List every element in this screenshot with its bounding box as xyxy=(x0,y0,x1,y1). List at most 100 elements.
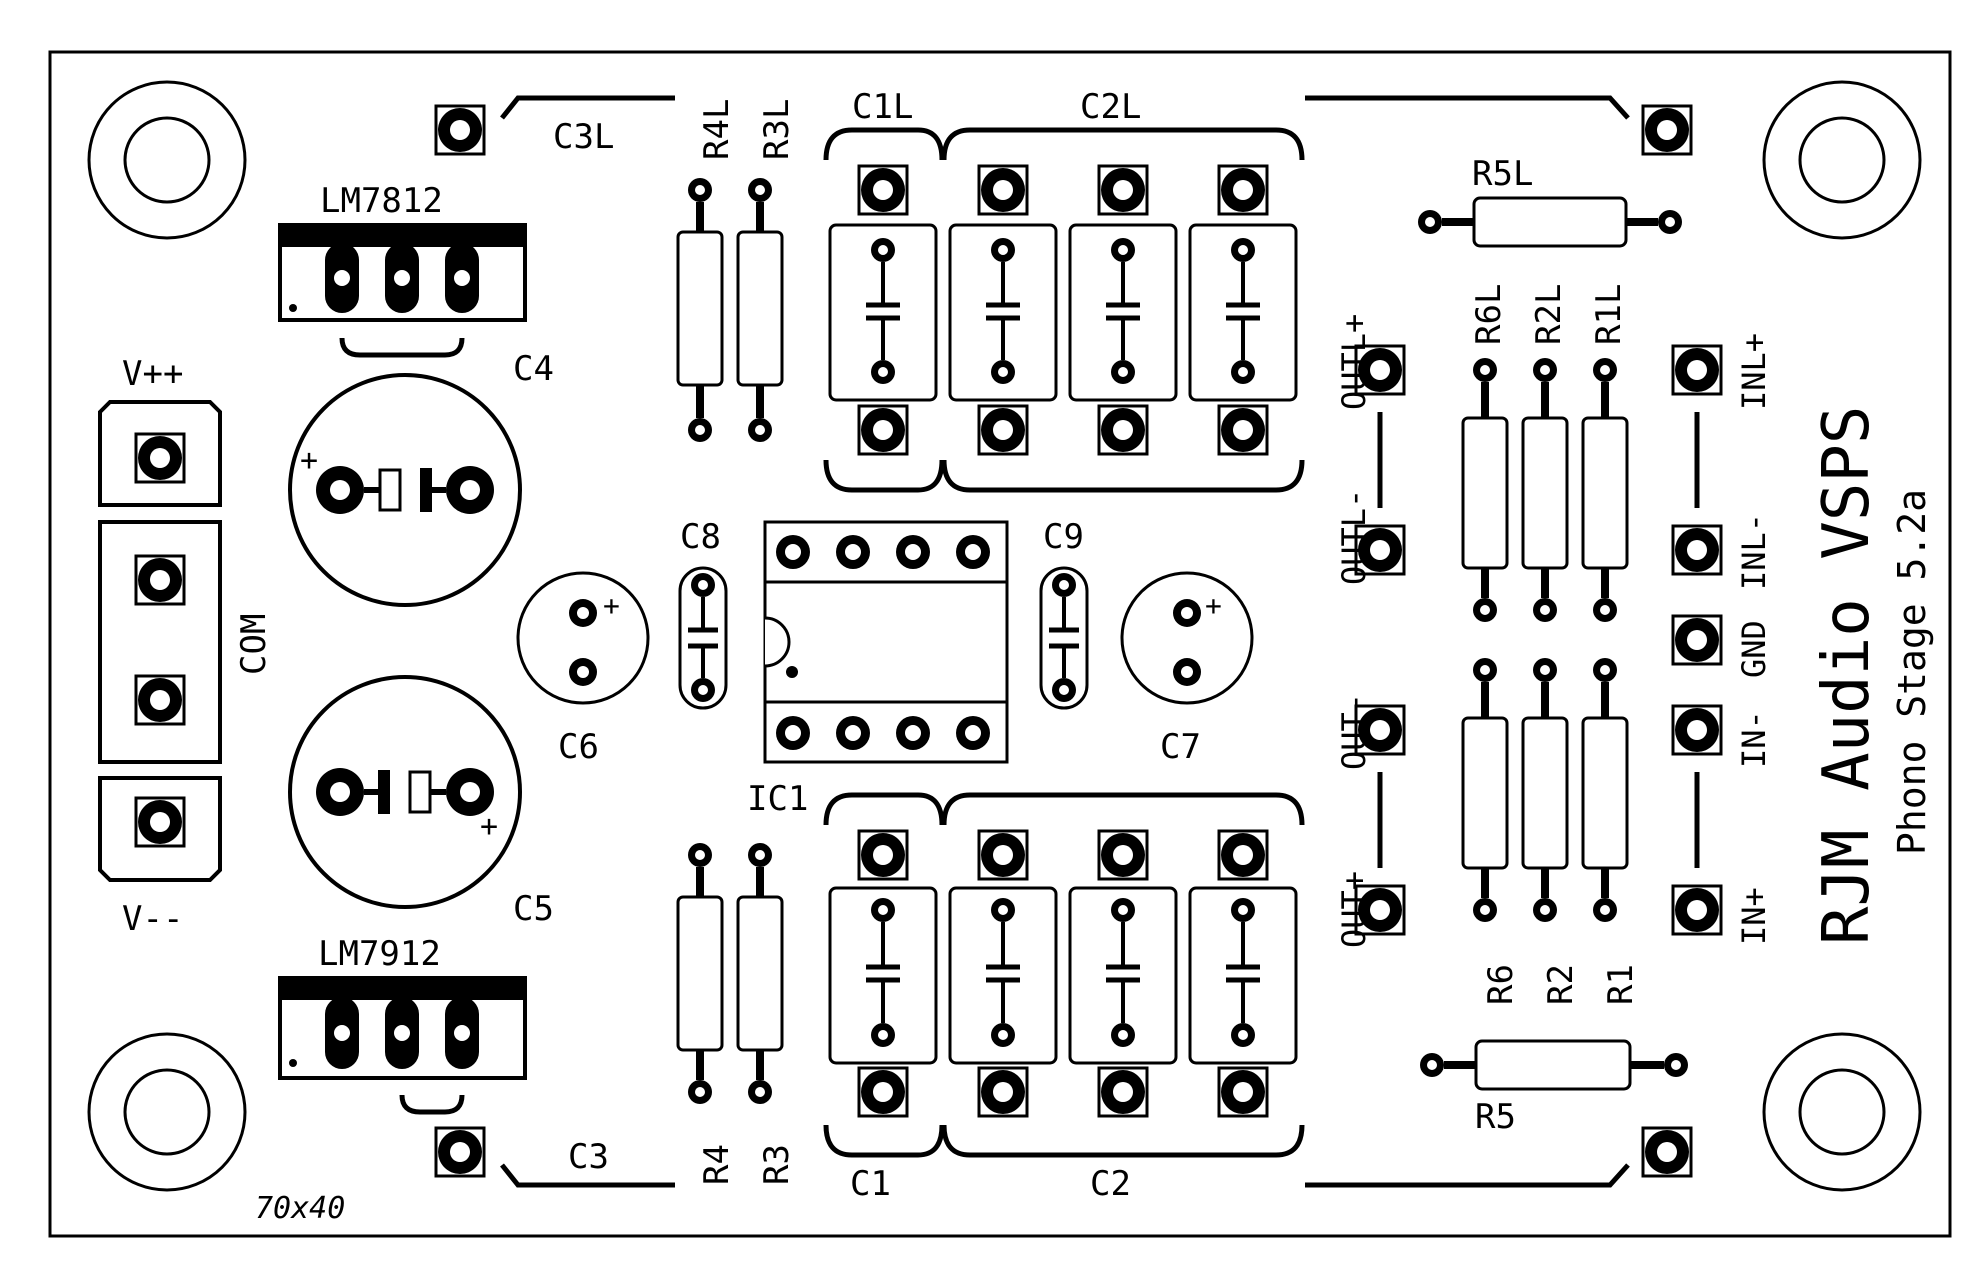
in-minus-pad xyxy=(1671,704,1723,756)
c6-label: C6 xyxy=(558,727,599,767)
out-plus-label: OUT+ xyxy=(1335,871,1373,948)
c9-capacitor xyxy=(1039,566,1089,710)
r6l-label: R6L xyxy=(1469,284,1509,345)
board-size-label: 70x40 xyxy=(255,1191,345,1226)
brand-title: RJM Audio VSPS xyxy=(1810,406,1884,945)
ic1-dip8 xyxy=(763,520,1009,764)
c2-bracket-bottom xyxy=(941,1124,1305,1158)
c3l-pad xyxy=(434,104,486,156)
vmm-pad xyxy=(134,796,186,848)
r1-resistor xyxy=(1581,658,1629,922)
c2l-capacitor-3 xyxy=(1188,164,1298,456)
c4-polarity: + xyxy=(300,443,318,478)
c2-bracket-top xyxy=(941,792,1305,826)
c1-bracket-bottom xyxy=(823,1124,945,1158)
in-plus-label: IN+ xyxy=(1735,887,1773,945)
c3l-trace xyxy=(500,95,675,120)
lm7812-bracket xyxy=(339,337,465,358)
c1-label: C1 xyxy=(850,1164,891,1204)
c2-capacitor-3 xyxy=(1188,829,1298,1118)
r5-resistor xyxy=(1420,1039,1688,1091)
c6-capacitor xyxy=(516,571,650,705)
c3-label: C3 xyxy=(568,1137,609,1177)
c1l-capacitor xyxy=(828,164,938,456)
c9-label: C9 xyxy=(1043,517,1084,557)
r6-resistor xyxy=(1461,658,1509,922)
ic1-label: IC1 xyxy=(747,779,808,819)
in-minus-label: IN- xyxy=(1735,710,1773,768)
c5-capacitor xyxy=(288,675,522,909)
c5-label: C5 xyxy=(513,889,554,929)
c6-polarity: + xyxy=(603,589,620,622)
r3-label: R3 xyxy=(757,1144,797,1185)
c2l-capacitor-2 xyxy=(1068,164,1178,456)
c8-capacitor xyxy=(678,566,728,710)
outl-plus-label: OUTL+ xyxy=(1335,314,1373,410)
c1l-bracket-bottom xyxy=(823,459,945,493)
c2l-label: C2L xyxy=(1080,87,1141,127)
com-pad-1 xyxy=(134,554,186,606)
c1l-label: C1L xyxy=(852,87,913,127)
c7-label: C7 xyxy=(1160,727,1201,767)
gnd-pad xyxy=(1671,614,1723,666)
r2-resistor xyxy=(1521,658,1569,922)
c3l-label: C3L xyxy=(553,117,614,157)
r4-resistor xyxy=(676,843,724,1104)
c7-polarity: + xyxy=(1205,589,1222,622)
inl-plus-pad xyxy=(1671,344,1723,396)
c3-pad xyxy=(434,1126,486,1178)
top-right-trace xyxy=(1305,95,1630,120)
c2-capacitor-1 xyxy=(948,829,1058,1118)
lm7912-label: LM7912 xyxy=(318,934,441,974)
r5l-label: R5L xyxy=(1472,154,1533,194)
r1l-resistor xyxy=(1581,358,1629,622)
subtitle: Phono Stage 5.2a xyxy=(1890,489,1934,855)
vmm-label: V-- xyxy=(122,899,183,939)
r1l-label: R1L xyxy=(1589,284,1629,345)
in-plus-pad xyxy=(1671,884,1723,936)
c2-capacitor-2 xyxy=(1068,829,1178,1118)
lm7812-regulator xyxy=(278,223,527,322)
r4l-resistor xyxy=(676,178,724,442)
out-minus-label: OUT- xyxy=(1335,693,1373,770)
c2-label: C2 xyxy=(1090,1164,1131,1204)
c8-label: C8 xyxy=(680,517,721,557)
bottom-right-trace xyxy=(1305,1163,1630,1188)
com-label: COM xyxy=(234,614,274,675)
r6l-resistor xyxy=(1461,358,1509,622)
vpp-pad xyxy=(134,432,186,484)
r3l-resistor xyxy=(736,178,784,442)
r2l-label: R2L xyxy=(1529,284,1569,345)
top-right-pad xyxy=(1641,104,1693,156)
r4l-label: R4L xyxy=(697,99,737,160)
lm7912-bracket xyxy=(399,1094,465,1115)
mounting-hole-top-left xyxy=(87,80,247,240)
mounting-hole-bottom-right xyxy=(1762,1032,1922,1192)
r3-resistor xyxy=(736,843,784,1104)
com-pad-2 xyxy=(134,674,186,726)
outl-minus-label: OUTL- xyxy=(1335,489,1373,585)
bottom-right-pad xyxy=(1641,1126,1693,1178)
r2l-resistor xyxy=(1521,358,1569,622)
c1-capacitor xyxy=(828,829,938,1118)
lm7812-label: LM7812 xyxy=(320,181,443,221)
mounting-hole-bottom-left xyxy=(87,1032,247,1192)
c1l-bracket-top xyxy=(823,127,945,161)
inl-minus-label: INL- xyxy=(1735,513,1773,590)
r5-label: R5 xyxy=(1475,1097,1516,1137)
r5l-resistor xyxy=(1418,196,1682,248)
c1-bracket-top xyxy=(823,792,945,826)
c4-label: C4 xyxy=(513,349,554,389)
c7-capacitor xyxy=(1120,571,1254,705)
gnd-label: GND xyxy=(1735,620,1773,678)
r1-label: R1 xyxy=(1601,964,1641,1005)
r2-label: R2 xyxy=(1541,964,1581,1005)
inl-minus-pad xyxy=(1671,524,1723,576)
inl-plus-label: INL+ xyxy=(1735,333,1773,410)
c2l-bracket-bottom xyxy=(941,459,1305,493)
mounting-hole-top-right xyxy=(1762,80,1922,240)
c3-trace xyxy=(500,1163,675,1188)
c5-polarity: + xyxy=(480,809,498,844)
c2l-bracket-top xyxy=(941,127,1305,161)
